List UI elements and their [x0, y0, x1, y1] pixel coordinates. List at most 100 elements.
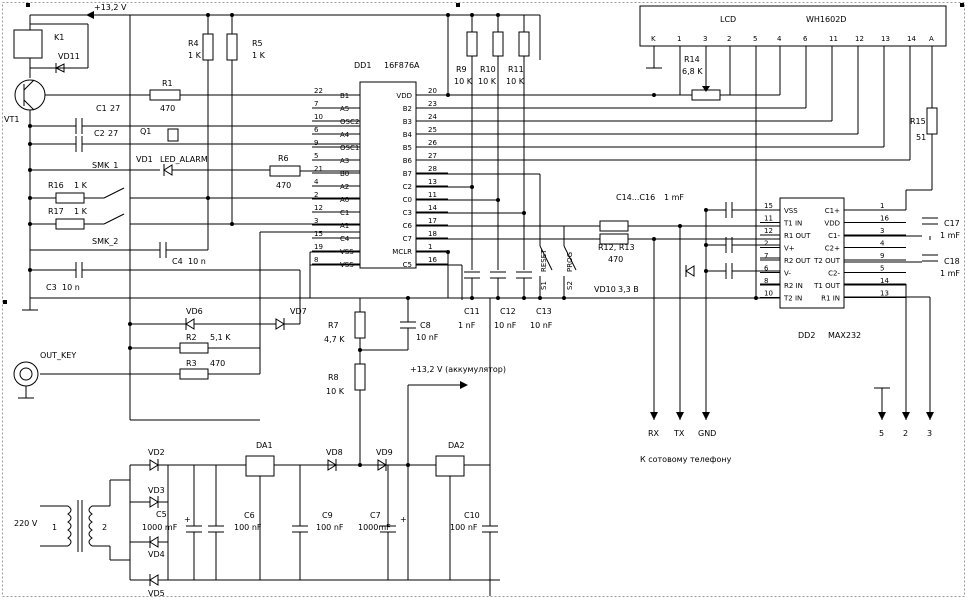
dd1-pin-name: B7 — [403, 170, 412, 178]
dd1-pin-name: C6 — [403, 222, 413, 230]
lcd-pin-label: 1 — [677, 35, 681, 43]
mains-voltage: 220 V — [14, 519, 38, 528]
dd1-pin-number: 10 — [314, 113, 323, 121]
dd1-pin-name: B0 — [340, 170, 349, 178]
sheet-handle — [3, 300, 7, 304]
resistors-r12-r13: R12, R13 470 C14...C16 1 mF — [598, 193, 760, 264]
dd2-pin-name: C1- — [828, 232, 840, 240]
svg-text:VD11: VD11 — [58, 52, 80, 61]
dd2-pin-name: T2 OUT — [813, 257, 841, 265]
svg-text:C4: C4 — [172, 257, 183, 266]
svg-text:1000 mF: 1000 mF — [142, 523, 178, 532]
dd1-pin-number: 27 — [428, 152, 437, 160]
svg-text:R8: R8 — [328, 373, 339, 382]
svg-text:100 nF: 100 nF — [316, 523, 344, 532]
dd1-pin-name: C5 — [403, 261, 412, 269]
dd1-pin-number: 13 — [428, 178, 437, 186]
svg-text:R2: R2 — [186, 333, 197, 342]
dd1-pin-name: MCLR — [392, 248, 412, 256]
svg-text:R4: R4 — [188, 39, 199, 48]
svg-text:1 mF: 1 mF — [664, 193, 684, 202]
dd1-pin-number: 14 — [428, 204, 437, 212]
svg-text:VD10: VD10 — [594, 285, 616, 294]
svg-text:100 nF: 100 nF — [450, 523, 478, 532]
lcd-pin-label: 12 — [855, 35, 864, 43]
dd1-pin-number: 20 — [428, 87, 437, 95]
svg-text:10 K: 10 K — [506, 77, 525, 86]
dd2-pin-number: 14 — [880, 277, 889, 285]
lcd-pin-label: 2 — [727, 35, 731, 43]
svg-text:+: + — [184, 515, 191, 524]
svg-text:R15: R15 — [910, 117, 926, 126]
relay-k1: K1 VD11 — [13, 23, 89, 78]
svg-text:5,1 K: 5,1 K — [210, 333, 231, 342]
dd1-pin-number: 26 — [428, 139, 437, 147]
svg-text:RESET: RESET — [540, 249, 548, 272]
svg-text:1 nF: 1 nF — [458, 321, 476, 330]
dd2-pin-name: T1 OUT — [813, 282, 841, 290]
dd1-pin-number: 28 — [428, 165, 437, 173]
dd1-pin-number: 3 — [314, 217, 318, 225]
dd1-pin-name: A2 — [340, 183, 349, 191]
dd2-pin-number: 13 — [880, 290, 889, 298]
svg-text:1000mF: 1000mF — [358, 523, 391, 532]
lcd-pin-label: 13 — [881, 35, 890, 43]
svg-text:R16: R16 — [48, 181, 64, 190]
svg-text:VT1: VT1 — [4, 115, 19, 124]
dd1-pin-number: 25 — [428, 126, 437, 134]
svg-text:C3: C3 — [46, 283, 57, 292]
svg-text:C6: C6 — [244, 511, 255, 520]
dd2-pin-number: 16 — [880, 215, 889, 223]
dd2-pin-number: 11 — [764, 215, 773, 223]
svg-text:VD9: VD9 — [376, 448, 393, 457]
svg-text:10 nF: 10 nF — [530, 321, 553, 330]
sensor-smk2: SMK_2 C4 10 n — [30, 237, 208, 266]
phone-connector: RX TX GND К сотовому телефону — [640, 210, 732, 464]
dd1-pin-number: 18 — [428, 230, 437, 238]
dd1-pin-number: 1 — [428, 243, 432, 251]
svg-text:C14...C16: C14...C16 — [616, 193, 655, 202]
lcd-pin-label: 5 — [753, 35, 757, 43]
dd2-pin-name: V+ — [784, 245, 795, 253]
led-vd1: VD1 LED_ALARM SMK_1 — [30, 155, 270, 176]
svg-text:1 K: 1 K — [188, 51, 202, 60]
svg-text:S2: S2 — [566, 281, 574, 290]
dd1-pin-name: B1 — [340, 92, 349, 100]
svg-text:C8: C8 — [420, 321, 431, 330]
gnd-label: GND — [698, 429, 716, 438]
svg-text:3,3 В: 3,3 В — [618, 285, 639, 294]
lcd-pin-label: K — [651, 35, 656, 43]
dd1-pin-name: B3 — [403, 118, 412, 126]
svg-text:1: 1 — [52, 523, 57, 532]
svg-text:C2: C2 — [94, 129, 105, 138]
svg-text:470: 470 — [160, 104, 175, 113]
sheet-handle — [26, 3, 30, 7]
sheet-handle — [960, 3, 964, 7]
svg-text:R11: R11 — [508, 65, 524, 74]
svg-text:VD3: VD3 — [148, 486, 165, 495]
svg-text:C18: C18 — [944, 257, 960, 266]
svg-text:C9: C9 — [322, 511, 333, 520]
dd2-pin-name: R2 OUT — [784, 257, 811, 265]
dd1-pin-name: C1 — [340, 209, 349, 217]
dd1-pin-number: 17 — [428, 217, 437, 225]
dd1-pin-number: 16 — [428, 256, 437, 264]
lcd-pin-label: 6 — [803, 35, 808, 43]
svg-text:R6: R6 — [278, 154, 289, 163]
mclr-divider: R7 4,7 K R8 10 K C8 10 nF — [324, 298, 439, 465]
dd2-pin-number: 9 — [880, 252, 884, 260]
svg-text:470: 470 — [276, 181, 291, 190]
dd2-pin-number: 4 — [880, 240, 885, 248]
svg-text:470: 470 — [608, 255, 623, 264]
switches-s1-s2: S1 RESET S2 PROG — [539, 174, 577, 298]
svg-text:VD2: VD2 — [148, 448, 165, 457]
svg-text:27: 27 — [108, 129, 118, 138]
dd1-pin-number: 6 — [314, 126, 319, 134]
svg-text:5: 5 — [879, 429, 884, 438]
svg-text:VD6: VD6 — [186, 307, 203, 316]
dd1-pin-name: A3 — [340, 157, 349, 165]
dd1-pin-name: C0 — [403, 196, 412, 204]
svg-text:VD1: VD1 — [136, 155, 153, 164]
